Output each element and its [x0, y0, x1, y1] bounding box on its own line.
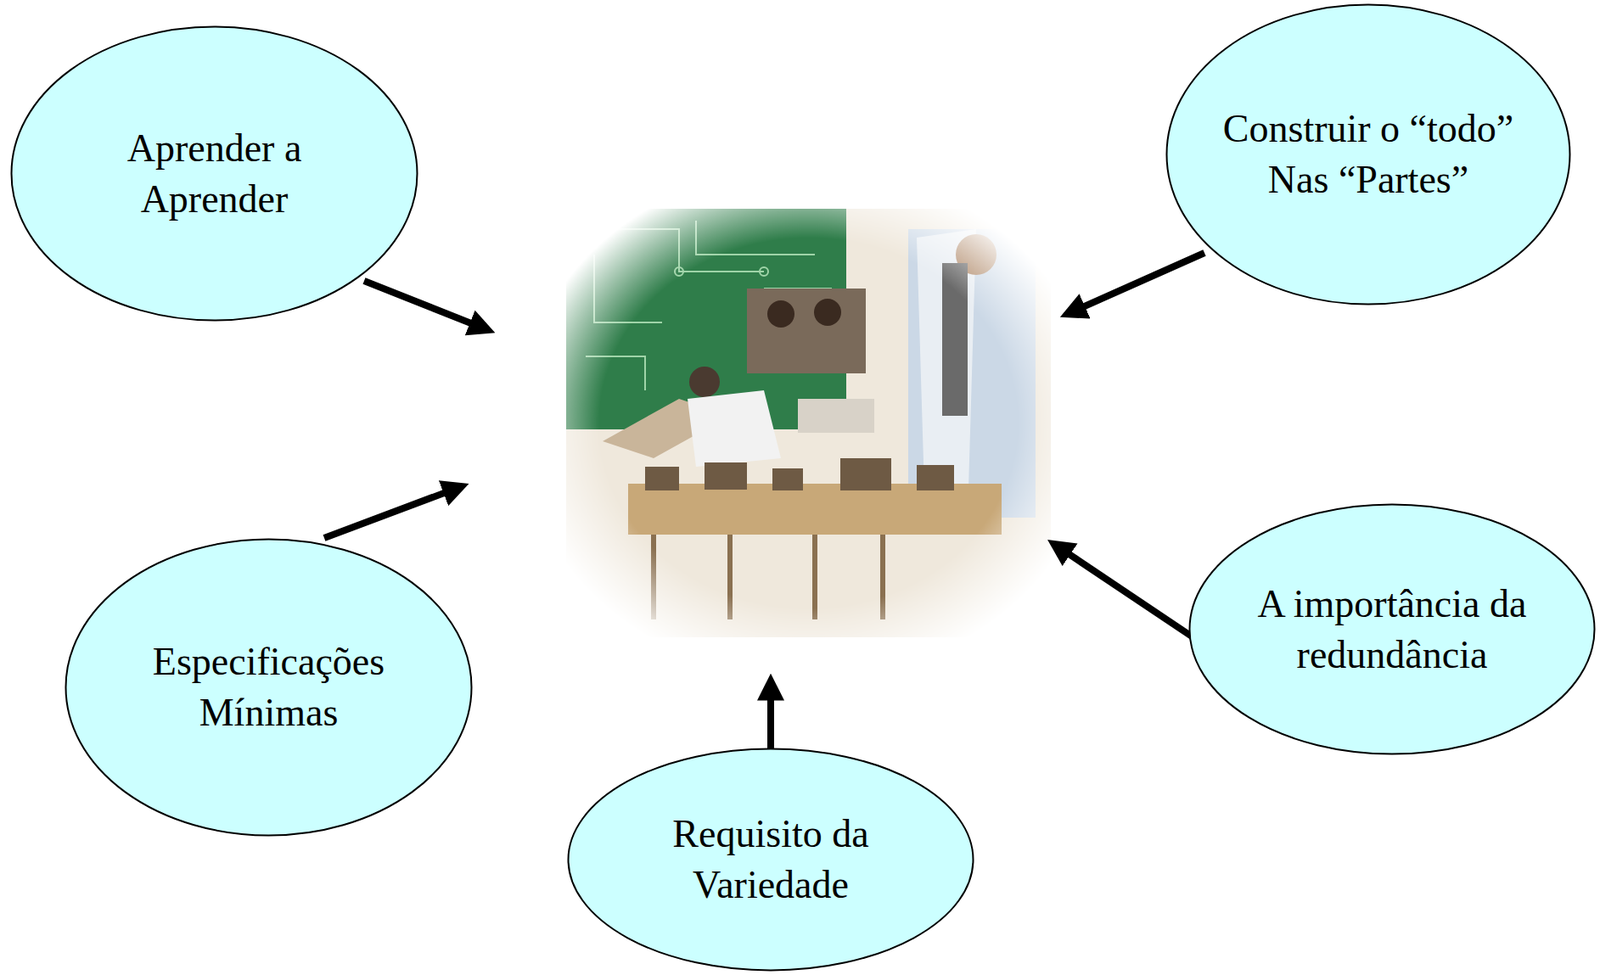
arrow [1071, 252, 1205, 313]
person-body [687, 390, 781, 467]
arrow [364, 280, 484, 329]
text-holder: Especificações Mínimas [64, 538, 473, 837]
instrument-rack [942, 263, 968, 416]
text-stack: Aprender a Aprender [100, 123, 330, 225]
ellipse-node: A importância da redundância [1188, 503, 1596, 756]
person-head [767, 300, 795, 328]
people-photo [746, 288, 866, 374]
ellipse-outline [10, 25, 419, 322]
photo-collage [566, 208, 1051, 638]
text-holder: Construir o “todo” Nas “Partes” [1165, 3, 1572, 306]
text-stack: Especificações Mínimas [124, 636, 414, 739]
ellipse-shape [1190, 505, 1595, 755]
arrow [1057, 546, 1205, 646]
ellipse-outline [567, 747, 975, 972]
ellipse-shape [568, 749, 974, 972]
node-label: A importância da redundância [1226, 578, 1558, 681]
node-label: Construir o “todo” Nas “Partes” [1198, 103, 1539, 206]
node-label: Requisito da Variedade [639, 808, 903, 911]
ellipse-outline [64, 538, 473, 837]
monitor [797, 398, 875, 433]
ellipse-node: Requisito da Variedade [567, 747, 975, 972]
ellipse-node: Construir o “todo” Nas “Partes” [1165, 3, 1572, 306]
text-holder: Aprender a Aprender [10, 25, 419, 322]
ellipse-shape [1167, 5, 1571, 305]
ellipse-outline [1188, 503, 1596, 756]
bench-legs [653, 534, 883, 620]
text-stack: A importância da redundância [1226, 578, 1558, 681]
node-label: Aprender a Aprender [100, 123, 330, 225]
workbench [628, 483, 1002, 535]
ellipse-node: Especificações Mínimas [64, 538, 473, 837]
lab-wall [908, 229, 1036, 518]
text-holder: A importância da redundância [1188, 503, 1596, 756]
ellipse-shape [11, 27, 418, 321]
ellipse-shape [66, 539, 472, 837]
text-holder: Requisito da Variedade [567, 747, 975, 972]
arrow [767, 685, 775, 753]
person-head [814, 298, 842, 326]
node-label: Especificações Mínimas [124, 636, 414, 739]
ellipse-outline [1165, 3, 1572, 306]
person-head [689, 366, 720, 398]
bench-tools [645, 458, 955, 491]
collage-ground [566, 208, 1051, 638]
ellipse-node: Aprender a Aprender [10, 25, 419, 322]
lab-coat [916, 229, 977, 518]
arrow [324, 488, 458, 539]
text-stack: Construir o “todo” Nas “Partes” [1198, 103, 1539, 206]
text-stack: Requisito da Variedade [639, 808, 903, 911]
